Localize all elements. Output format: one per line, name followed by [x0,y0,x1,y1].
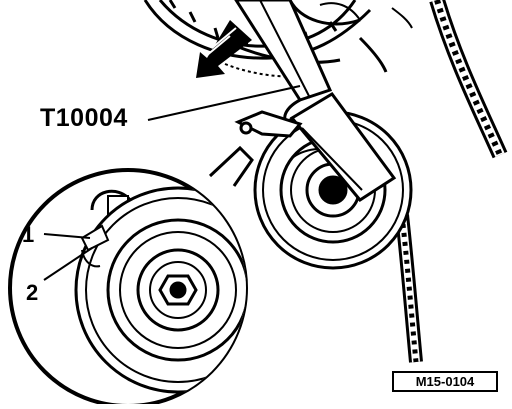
timing-belt-right [395,0,508,363]
reference-code: M15-0104 [392,371,498,392]
direction-arrow-icon [196,20,252,78]
item-label-2: 2 [26,280,39,305]
special-tool-head [234,92,397,202]
leader-lines [43,85,301,281]
tool-label: T10004 [40,104,128,132]
item-label-1: 1 [22,222,35,247]
magnified-detail [8,145,254,408]
